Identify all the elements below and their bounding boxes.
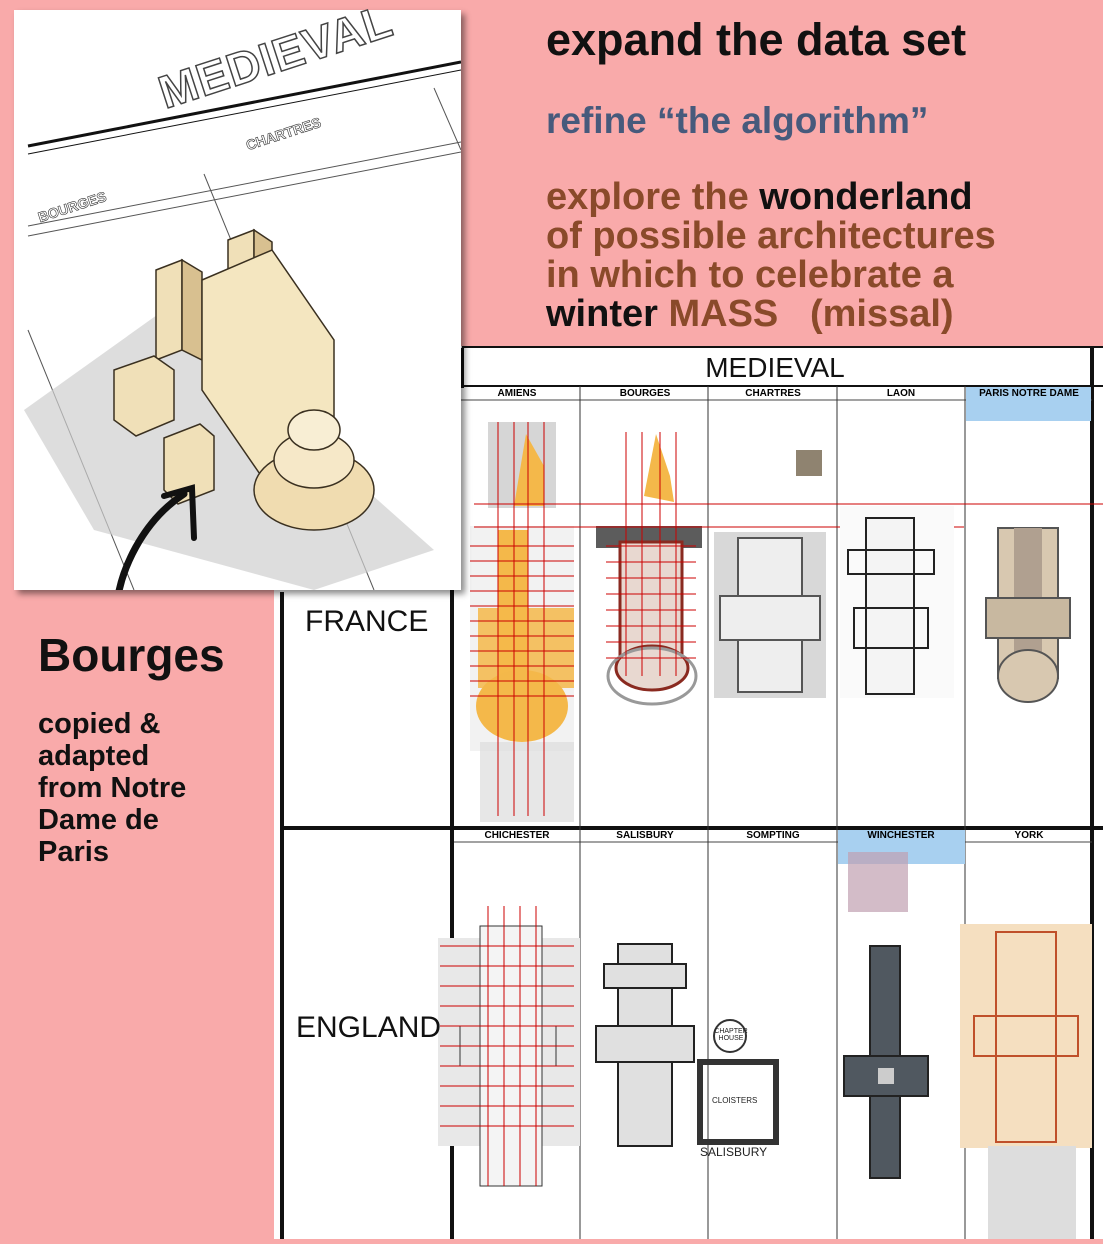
- headline-expand: expand the data set: [546, 14, 967, 65]
- bourges-title: Bourges: [38, 629, 225, 681]
- column-header-salisbury: SALISBURY: [616, 830, 674, 841]
- row-label-france: FRANCE: [305, 605, 429, 638]
- caption-line: Paris: [38, 836, 109, 868]
- caption-line: adapted: [38, 740, 150, 772]
- column-header-york: YORK: [1014, 830, 1044, 841]
- caption-line: Dame de: [38, 804, 159, 836]
- column-header-paris-notre-dame: PARIS NOTRE DAME: [979, 388, 1079, 399]
- column-header-chichester: CHICHESTER: [484, 830, 550, 841]
- row-label-england: ENGLAND: [296, 1011, 442, 1044]
- headline-explore: explore the wonderland of possible archi…: [546, 178, 996, 334]
- column-header-amiens: AMIENS: [497, 388, 537, 399]
- architectures-text: of possible architectures: [546, 215, 996, 257]
- bourges-sketch-panel: MEDIEVAL CHARTRES BOURGES: [14, 0, 462, 618]
- mass-text: MASS: [668, 293, 779, 335]
- headline-refine: refine “the algorithm”: [546, 100, 929, 141]
- medieval-table: [274, 344, 1103, 1239]
- table-title: MEDIEVAL: [705, 352, 845, 383]
- missal-text: (missal): [778, 293, 954, 335]
- column-header-sompting: SOMPTING: [746, 830, 800, 841]
- caption-line: from Notre: [38, 772, 187, 804]
- column-header-chartres: CHARTRES: [745, 388, 801, 399]
- column-header-laon: LAON: [886, 388, 916, 399]
- wonderland-text: wonderland: [759, 176, 973, 218]
- caption-line: copied &: [38, 708, 161, 740]
- winter-text: winter: [546, 293, 669, 335]
- salisbury-scale-label: SALISBURY: [700, 1145, 768, 1159]
- explore-text: explore the: [546, 176, 760, 218]
- chapter-house-label: CHAPTER HOUSE: [714, 1028, 748, 1042]
- column-header-winchester: WINCHESTER: [867, 830, 935, 841]
- cloisters-label: CLOISTERS: [712, 1096, 758, 1105]
- isometric-sketch: [24, 60, 462, 618]
- column-header-bourges: BOURGES: [619, 388, 671, 399]
- table-drawing: [280, 344, 1103, 1239]
- bourges-caption: copied & adapted from Notre Dame de Pari…: [38, 708, 268, 868]
- celebrate-text: in which to celebrate a: [546, 254, 954, 296]
